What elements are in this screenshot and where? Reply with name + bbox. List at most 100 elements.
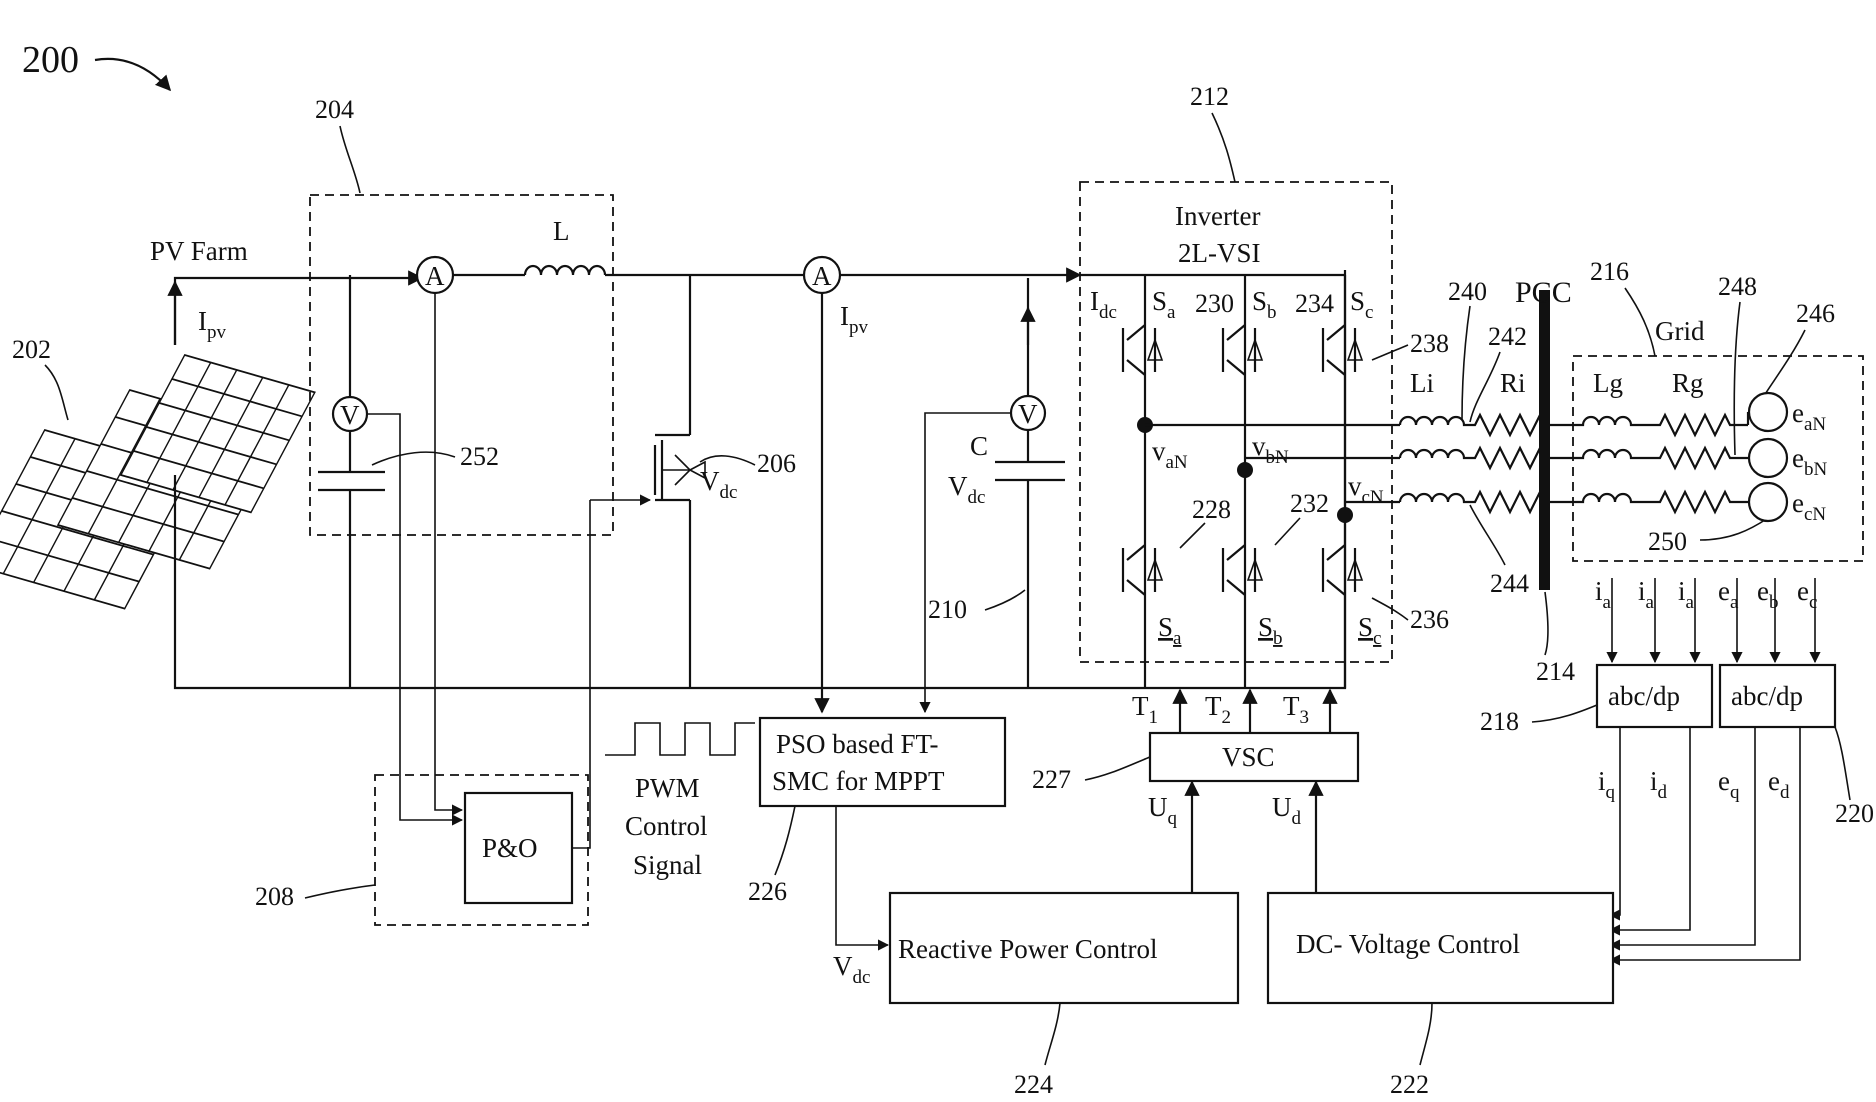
svg-text:L: L: [553, 216, 570, 246]
ref-218: 218: [1480, 707, 1519, 736]
vdc-cap-label: Vdc: [948, 471, 985, 508]
ref-248: 248: [1718, 272, 1757, 301]
interface-filter: [1400, 415, 1545, 512]
svg-text:SMC for MPPT: SMC for MPPT: [772, 766, 945, 796]
ebn-label: ebN: [1792, 443, 1827, 480]
ref-236: 236: [1410, 605, 1449, 634]
sb-label: Sb: [1252, 286, 1277, 323]
svg-text:PSO based FT-: PSO based FT-: [776, 729, 939, 759]
pwm-waveform: [605, 723, 755, 755]
svg-text:P&O: P&O: [482, 833, 538, 863]
svg-text:abc/dp: abc/dp: [1608, 681, 1680, 711]
svg-text:V: V: [1018, 399, 1038, 429]
svg-text:A: A: [425, 261, 445, 291]
lg-label: Lg: [1593, 368, 1623, 398]
idc-label: Idc: [1090, 286, 1117, 323]
t2-label: T2: [1205, 691, 1231, 728]
pwm-line1: PWM: [635, 773, 700, 803]
ref-214: 214: [1536, 657, 1575, 686]
vdc-rpc-label: Vdc: [833, 951, 870, 988]
pwm-line2: Control: [625, 811, 708, 841]
dq-signal-lines: [1610, 727, 1800, 960]
ref-206: 206: [757, 449, 796, 478]
svg-text:abc/dp: abc/dp: [1731, 681, 1803, 711]
ref-234: 234: [1295, 289, 1334, 318]
ea-label: ea: [1718, 576, 1739, 613]
svg-text:A: A: [812, 261, 832, 291]
ref-204: 204: [315, 95, 354, 124]
rg-label: Rg: [1672, 368, 1704, 398]
switch-206: [655, 275, 705, 688]
abc-dq-voltage-block: abc/dp: [1720, 665, 1835, 727]
cap-C-label: C: [970, 431, 988, 461]
ref-250: 250: [1648, 527, 1687, 556]
inverter-title-1: Inverter: [1175, 201, 1260, 231]
ref-222: 222: [1390, 1070, 1429, 1099]
reactive-power-control-block: Reactive Power Control: [890, 893, 1238, 1003]
li-label: Li: [1410, 368, 1434, 398]
svg-text:V: V: [340, 400, 360, 430]
po-block: P&O: [465, 793, 572, 903]
ref-210: 210: [928, 595, 967, 624]
sa-label: Sa: [1152, 286, 1176, 323]
boost-converter-box: [310, 195, 613, 535]
eq-label: eq: [1718, 766, 1740, 803]
svg-text:Reactive Power Control: Reactive Power Control: [898, 934, 1157, 964]
sc-label: Sc: [1350, 286, 1373, 323]
abc-dq-current-block: abc/dp: [1597, 665, 1712, 727]
dc-voltage-control-block: DC- Voltage Control: [1268, 893, 1613, 1003]
iq-label: iq: [1598, 766, 1616, 803]
ref-212: 212: [1190, 82, 1229, 111]
t3-label: T3: [1283, 691, 1309, 728]
vdc-switch-label: Vdc: [700, 466, 737, 503]
sa-bar-label: Sa: [1158, 612, 1182, 649]
id-label: id: [1650, 766, 1668, 803]
svg-text:VSC: VSC: [1222, 742, 1275, 772]
inductor-L: L: [525, 216, 605, 275]
figure-arrow: [95, 59, 170, 90]
t1-label: T1: [1132, 691, 1158, 728]
ud-label: Ud: [1272, 792, 1302, 829]
grid-label: Grid: [1655, 316, 1705, 346]
pv-farm-label: PV Farm: [150, 236, 248, 266]
figure-number: 200: [22, 39, 79, 81]
ref-232: 232: [1290, 489, 1329, 518]
ref-244: 244: [1490, 569, 1529, 598]
ref-242: 242: [1488, 322, 1527, 351]
sc-bar-label: Sc: [1358, 612, 1381, 649]
ref-230: 230: [1195, 289, 1234, 318]
ipv2-label: Ipv: [840, 301, 869, 338]
ref-252: 252: [460, 442, 499, 471]
ia-label-2: ia: [1638, 576, 1655, 613]
vbn-label: vbN: [1252, 431, 1289, 468]
grid-lines: [1550, 415, 1748, 512]
ia-label-1: ia: [1595, 576, 1612, 613]
ammeter-2: A: [804, 257, 840, 293]
ean-label: eaN: [1792, 398, 1826, 435]
ri-label: Ri: [1500, 368, 1526, 398]
pwm-line3: Signal: [633, 850, 702, 880]
pcc-label: PCC: [1515, 276, 1572, 309]
pcc-bus: [1539, 290, 1550, 590]
van-label: vaN: [1152, 436, 1188, 473]
ia-label-3: ia: [1678, 576, 1695, 613]
sb-bar-label: Sb: [1258, 612, 1283, 649]
grid-sources: [1748, 393, 1787, 521]
svg-text:DC- Voltage Control: DC- Voltage Control: [1296, 929, 1520, 959]
mppt-controller-block: PSO based FT- SMC for MPPT: [760, 718, 1005, 806]
voltmeter-dc-link: V: [1011, 396, 1045, 430]
ref-227: 227: [1032, 765, 1071, 794]
uq-label: Uq: [1148, 792, 1178, 829]
ref-228: 228: [1192, 495, 1231, 524]
ecn-label: ecN: [1792, 488, 1826, 525]
ed-label: ed: [1768, 766, 1790, 803]
ref-220: 220: [1835, 799, 1874, 828]
ref-226: 226: [748, 877, 787, 906]
vsc-block: VSC: [1150, 733, 1358, 781]
ref-238: 238: [1410, 329, 1449, 358]
ref-246: 246: [1796, 299, 1835, 328]
inverter-title-2: 2L-VSI: [1178, 238, 1261, 268]
ipv-label: Ipv: [198, 306, 227, 343]
ammeter-1: A: [417, 257, 453, 293]
